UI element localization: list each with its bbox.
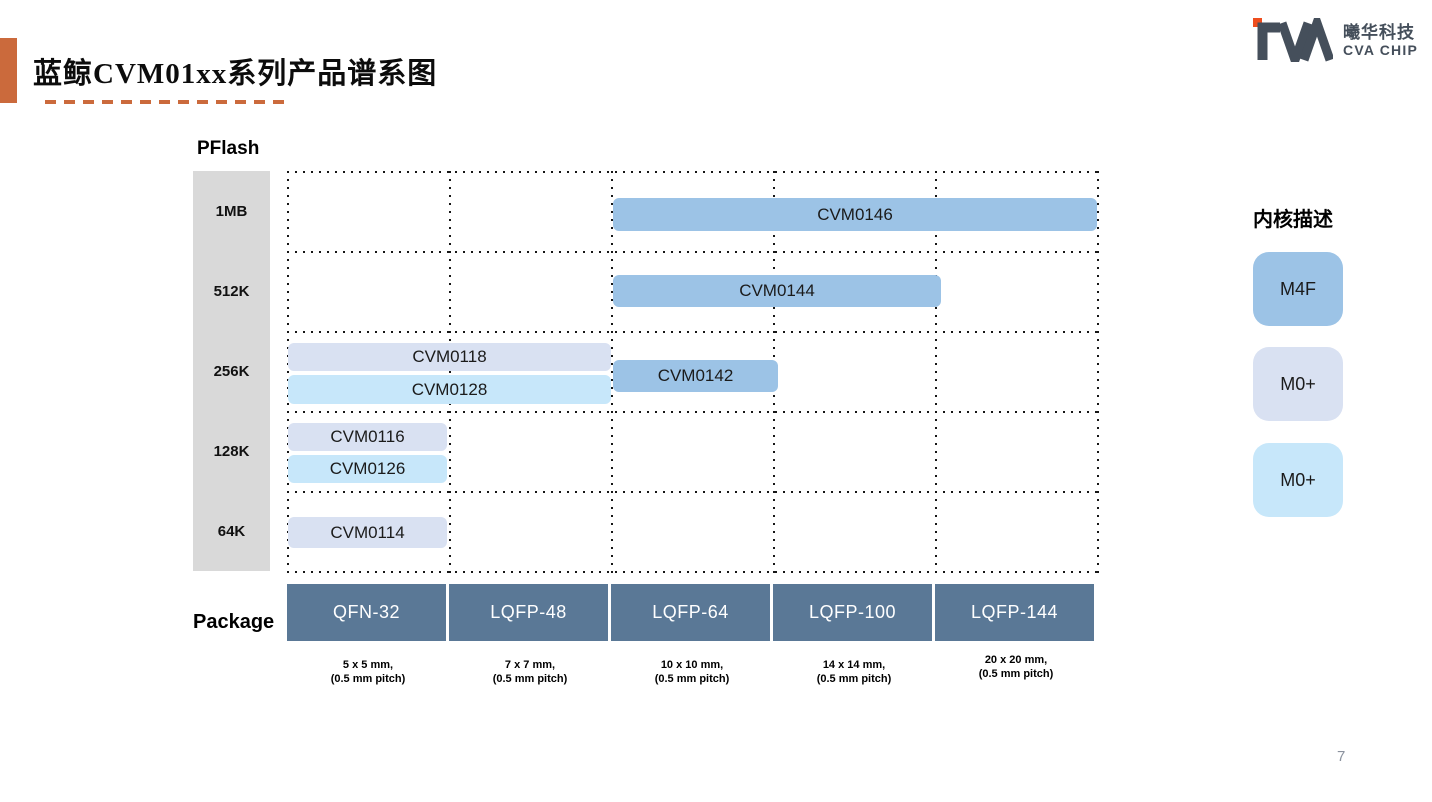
grid-line-vertical <box>287 171 289 573</box>
legend-item-m0plus-cyan: M0+ <box>1253 443 1343 517</box>
company-name-cn: 曦华科技 <box>1343 22 1416 42</box>
company-name-en: CVA CHIP <box>1343 41 1418 58</box>
package-size: 10 x 10 mm, <box>660 659 724 671</box>
package-caption-lqfp144: 20 x 20 mm, (0.5 mm pitch) <box>935 653 1097 681</box>
product-bar-cvm0144: CVM0144 <box>613 275 941 307</box>
legend-title: 内核描述 <box>1253 209 1333 231</box>
row-label-64k: 64K <box>217 522 246 540</box>
cva-logo-mark-icon <box>1253 18 1334 62</box>
package-pitch: (0.5 mm pitch) <box>816 673 892 685</box>
page-number: 7 <box>1337 748 1346 765</box>
package-caption-lqfp64: 10 x 10 mm, (0.5 mm pitch) <box>611 658 773 686</box>
row-label-256k: 256K <box>213 362 250 380</box>
product-bar-cvm0114: CVM0114 <box>288 517 447 548</box>
grid-line-horizontal <box>287 171 1099 173</box>
package-pitch: (0.5 mm pitch) <box>492 673 568 685</box>
product-bar-cvm0116: CVM0116 <box>288 423 447 451</box>
package-size: 20 x 20 mm, <box>984 654 1048 666</box>
package-box-lqfp144: LQFP-144 <box>935 584 1094 641</box>
pflash-axis-band <box>193 171 270 571</box>
grid-line-vertical <box>1097 171 1099 573</box>
title-dashed-underline <box>45 100 291 104</box>
grid-line-vertical <box>611 171 613 573</box>
row-label-1mb: 1MB <box>215 202 248 220</box>
company-logo: 曦华科技 CVA CHIP <box>1253 18 1418 62</box>
legend-item-m0plus-lavender: M0+ <box>1253 347 1343 421</box>
logo-text: 曦华科技 CVA CHIP <box>1343 23 1418 58</box>
package-pitch: (0.5 mm pitch) <box>330 673 406 685</box>
product-bar-cvm0128: CVM0128 <box>288 375 611 404</box>
package-box-qfn32: QFN-32 <box>287 584 446 641</box>
legend-item-m4f: M4F <box>1253 252 1343 326</box>
package-caption-lqfp48: 7 x 7 mm, (0.5 mm pitch) <box>449 658 611 686</box>
package-box-lqfp64: LQFP-64 <box>611 584 770 641</box>
package-size: 7 x 7 mm, <box>504 659 556 671</box>
grid-line-horizontal <box>287 491 1099 493</box>
grid-line-vertical <box>449 171 451 573</box>
grid-line-horizontal <box>287 411 1099 413</box>
x-axis-title: Package <box>193 611 275 633</box>
package-caption-lqfp100: 14 x 14 mm, (0.5 mm pitch) <box>773 658 935 686</box>
package-box-lqfp48: LQFP-48 <box>449 584 608 641</box>
row-label-128k: 128K <box>213 442 250 460</box>
product-bar-cvm0118: CVM0118 <box>288 343 611 371</box>
y-axis-title: PFlash <box>197 138 260 159</box>
page-title: 蓝鲸CVM01xx系列产品谱系图 <box>33 58 438 90</box>
grid-line-vertical <box>935 171 937 573</box>
row-label-512k: 512K <box>213 282 250 300</box>
product-bar-cvm0126: CVM0126 <box>288 455 447 483</box>
package-size: 14 x 14 mm, <box>822 659 886 671</box>
product-bar-cvm0142: CVM0142 <box>613 360 778 392</box>
grid-line-horizontal <box>287 571 1099 573</box>
package-box-lqfp100: LQFP-100 <box>773 584 932 641</box>
package-caption-qfn32: 5 x 5 mm, (0.5 mm pitch) <box>287 658 449 686</box>
package-pitch: (0.5 mm pitch) <box>654 673 730 685</box>
grid-line-horizontal <box>287 331 1099 333</box>
grid-line-horizontal <box>287 251 1099 253</box>
package-size: 5 x 5 mm, <box>342 659 394 671</box>
package-pitch: (0.5 mm pitch) <box>978 668 1054 680</box>
title-accent-bar <box>0 38 17 103</box>
product-bar-cvm0146: CVM0146 <box>613 198 1097 231</box>
